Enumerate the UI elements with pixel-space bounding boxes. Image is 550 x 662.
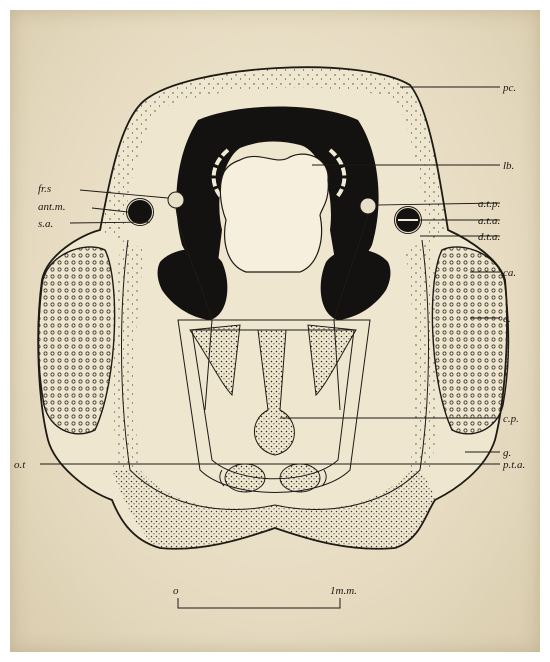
label-lb: lb. (503, 160, 514, 172)
left-compound-eye (39, 247, 115, 434)
label-fr-s: fr.s (38, 183, 51, 195)
right-frontal-knob (360, 198, 376, 214)
scale-end-label: 1m.m. (330, 585, 357, 597)
scale-bar: o 1m.m. (173, 585, 357, 608)
right-compound-eye (432, 247, 508, 434)
label-ant-m: ant.m. (38, 201, 66, 213)
label-a-t-p: a.t.p. (478, 198, 500, 210)
label-c-p: c.p. (503, 413, 519, 425)
left-antennal-socket (128, 200, 152, 224)
left-frontal-knob (168, 192, 184, 208)
label-pc: pc. (502, 82, 516, 94)
right-posterior-lobe (280, 464, 320, 492)
label-o-t: o.t (14, 459, 26, 471)
label-p-t-a: p.t.a. (502, 459, 525, 471)
labrum (220, 154, 328, 272)
label-s-a: s.a. (38, 218, 53, 230)
label-e: e. (503, 313, 511, 325)
label-d-t-a: d.t.a. (478, 231, 500, 243)
label-g: g. (503, 447, 511, 459)
scale-start-label: o (173, 585, 179, 597)
label-a-t-a: a.t.a. (478, 215, 500, 227)
label-ca: ca. (503, 267, 516, 279)
left-posterior-lobe (225, 464, 265, 492)
